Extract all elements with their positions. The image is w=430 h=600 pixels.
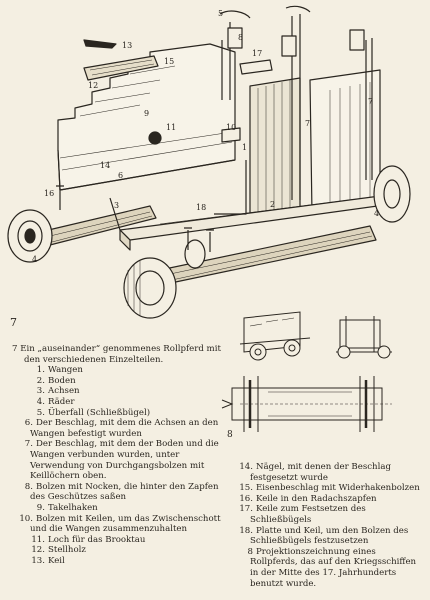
caption-item-10: 10.Bolzen mit Keilen, um das Zwischensch… bbox=[19, 513, 221, 535]
caption-item-16: 16.Keile in den Radachszapfen bbox=[239, 493, 377, 504]
caption-item-14: 14.Nägel, mit denen der Beschlag festges… bbox=[239, 462, 391, 483]
caption-item-17: 17.Keile zum Festsetzen des Schließbügel… bbox=[239, 504, 366, 525]
label-9: 9 bbox=[144, 109, 149, 118]
caption-lead-text: Ein „auseinander“ genommenes Rollpferd m… bbox=[20, 344, 221, 365]
caption-item-5: 5.Überfall (Schließbügel) bbox=[36, 407, 151, 418]
label-7b: 7 bbox=[368, 97, 373, 106]
label-4a: 4 bbox=[32, 255, 37, 264]
label-3: 3 bbox=[114, 201, 119, 210]
caption-item-7: 7.Der Beschlag, mit dem der Boden und di… bbox=[24, 439, 219, 482]
label-10: 10 bbox=[226, 123, 236, 132]
figure-8-label: 8 bbox=[227, 430, 233, 440]
label-12: 12 bbox=[88, 81, 98, 90]
caption-item-13: 13.Keil bbox=[31, 555, 65, 566]
caption-item-4: 4.Räder bbox=[36, 396, 75, 407]
label-16: 16 bbox=[44, 189, 54, 198]
caption-item-6: 6.Der Beschlag, mit dem die Achsen an de… bbox=[24, 418, 219, 439]
label-6: 6 bbox=[118, 171, 123, 180]
gun-carriage-exploded-drawing: 1 2 3 4 4 5 6 7 7 8 9 10 11 12 13 14 15 … bbox=[7, 5, 411, 319]
caption-item-15: 15.Eisenbeschlag mit Widerhakenbolzen bbox=[239, 483, 420, 494]
label-7a: 7 bbox=[305, 119, 310, 128]
caption-lead: 7 Ein „auseinander“ genommenes Rollpferd… bbox=[12, 344, 224, 365]
caption-lead-number: 7 bbox=[12, 344, 18, 354]
caption-item-8: 8.Bolzen mit Nocken, die hinter den Zapf… bbox=[24, 481, 219, 503]
label-17: 17 bbox=[252, 49, 262, 58]
figure-7-label: 7 bbox=[10, 316, 17, 329]
caption-item-2: 2.Boden bbox=[36, 375, 76, 386]
label-1: 1 bbox=[242, 143, 247, 152]
label-11: 11 bbox=[166, 123, 176, 132]
caption-item-18: 18.Platte und Keil, um den Bolzen des Sc… bbox=[239, 525, 409, 547]
label-5: 5 bbox=[218, 9, 223, 18]
label-2: 2 bbox=[270, 200, 275, 209]
caption-item-9: 9.Takelhaken bbox=[36, 502, 98, 513]
caption-left-column: 7 Ein „auseinander“ genommenes Rollpferd… bbox=[12, 344, 224, 566]
label-14: 14 bbox=[100, 161, 110, 170]
label-8: 8 bbox=[238, 33, 243, 42]
caption-item-1: 1.Wangen bbox=[36, 365, 83, 376]
label-15: 15 bbox=[164, 57, 174, 66]
label-18: 18 bbox=[196, 203, 206, 212]
label-4b: 4 bbox=[374, 209, 379, 218]
label-13: 13 bbox=[122, 41, 132, 50]
caption-item-11: 11.Loch für das Brooktau bbox=[31, 534, 146, 545]
caption-right-column: 14.Nägel, mit denen der Beschlag festges… bbox=[238, 462, 424, 589]
caption-item-12: 12.Stellholz bbox=[31, 545, 86, 556]
caption-item-3: 3.Achsen bbox=[36, 386, 80, 397]
